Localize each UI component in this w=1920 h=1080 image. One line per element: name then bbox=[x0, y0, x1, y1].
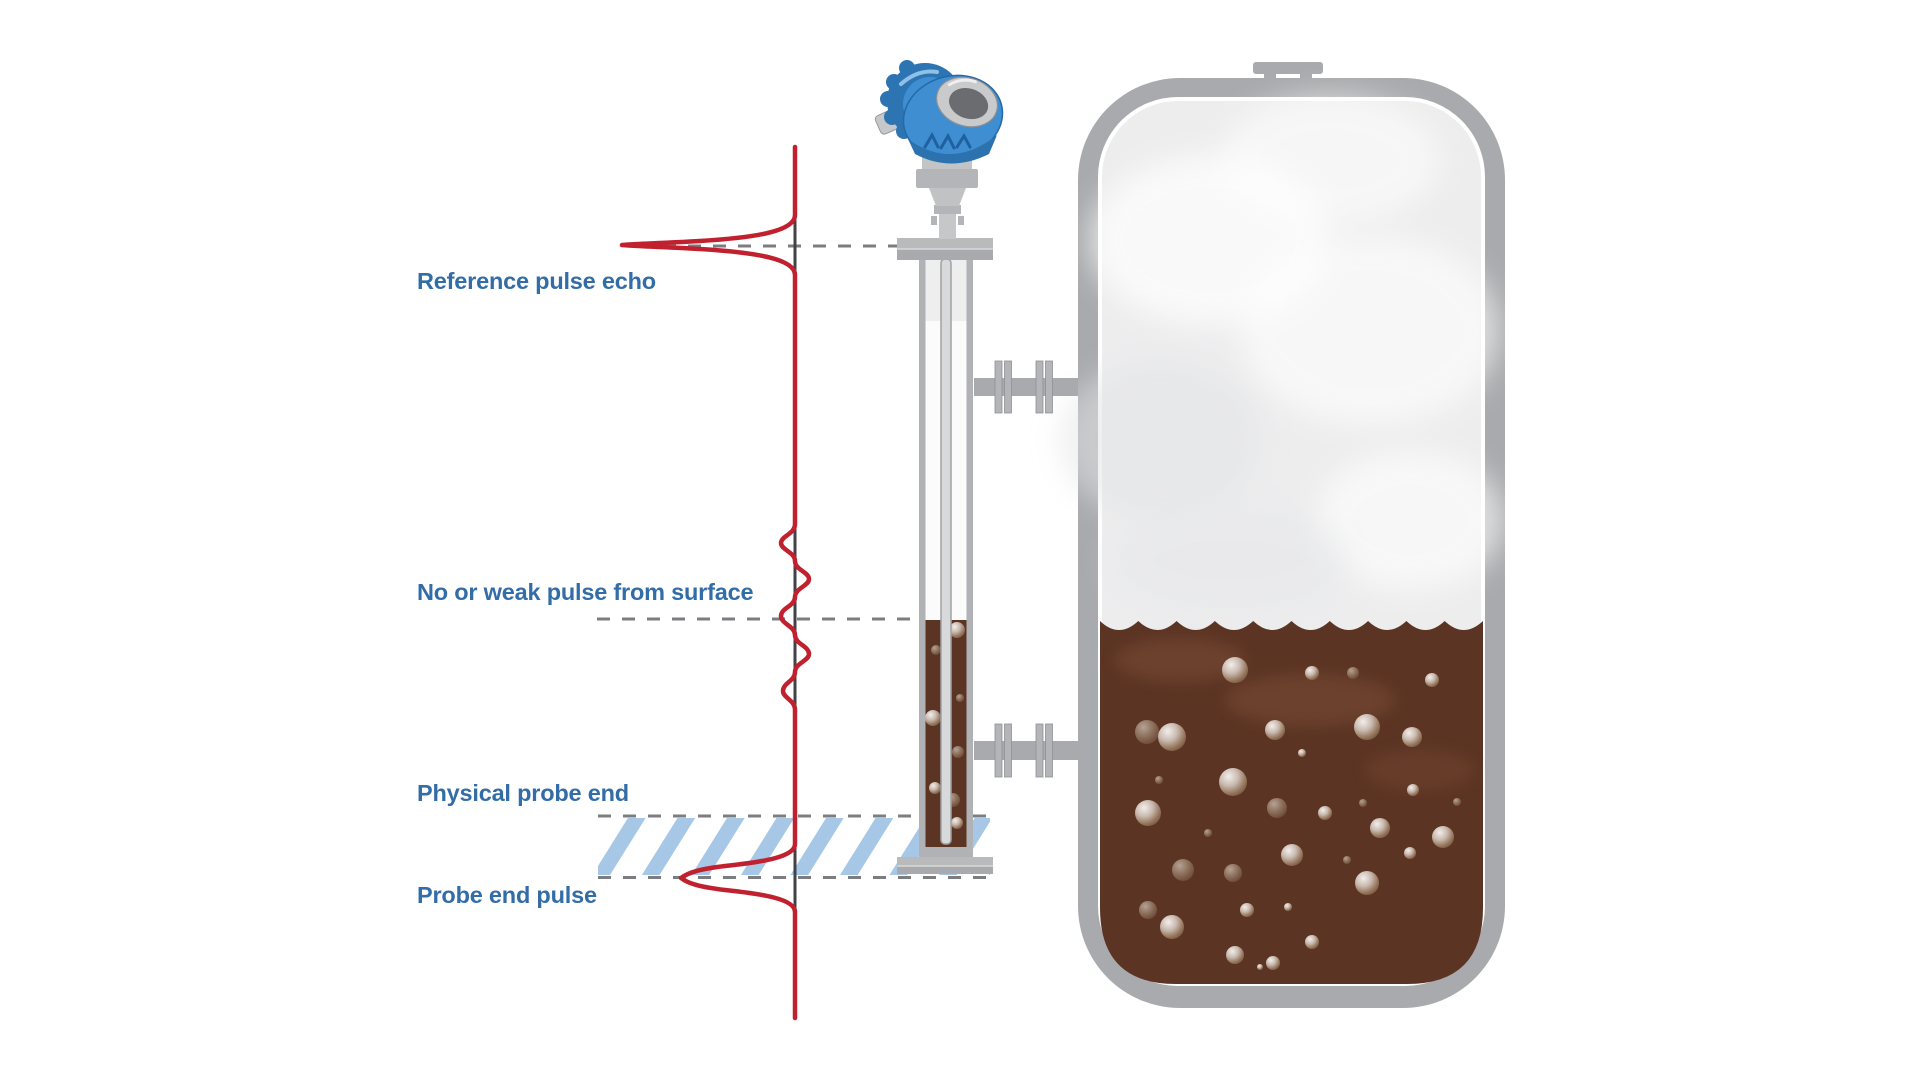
flange-plate bbox=[994, 723, 1003, 778]
transmitter-neck bbox=[916, 156, 978, 239]
display-window bbox=[935, 76, 999, 128]
head-markings bbox=[923, 131, 972, 150]
label-no-or-weak-pulse: No or weak pulse from surface bbox=[417, 579, 753, 605]
head-base-shadow bbox=[908, 135, 997, 164]
flange-plate bbox=[1004, 723, 1012, 778]
upper-process-connection bbox=[974, 360, 1078, 414]
vapor-clouds bbox=[1060, 95, 1505, 615]
flange-plate bbox=[1035, 723, 1044, 778]
bypass-chamber bbox=[897, 238, 993, 874]
flange-plate bbox=[1035, 360, 1044, 414]
tank-liquid bbox=[1100, 621, 1484, 984]
label-probe-end-pulse: Probe end pulse bbox=[417, 882, 597, 908]
label-reference-pulse-echo: Reference pulse echo bbox=[417, 268, 656, 294]
flange-plate bbox=[994, 360, 1003, 414]
chamber-bottom-cap bbox=[919, 847, 973, 857]
chamber-bubbles bbox=[925, 622, 965, 829]
label-physical-probe-end: Physical probe end bbox=[417, 780, 629, 806]
chamber-wall-left bbox=[919, 259, 926, 857]
liquid-highlights bbox=[1115, 638, 1475, 790]
flange-plate bbox=[1045, 360, 1053, 414]
probe-rod bbox=[940, 258, 952, 845]
chamber-wall-right bbox=[966, 259, 973, 857]
chamber-bottom-flange bbox=[897, 857, 993, 874]
flange-plate bbox=[1045, 723, 1053, 778]
chamber-top-flange bbox=[897, 238, 993, 260]
tank bbox=[1060, 62, 1505, 1008]
head-highlight bbox=[899, 69, 939, 86]
tank-top-nozzle bbox=[1253, 62, 1323, 74]
echo-curve bbox=[619, 144, 812, 1021]
tank-bubbles bbox=[1135, 657, 1461, 970]
transmitter bbox=[874, 60, 1004, 239]
transmitter-head bbox=[874, 60, 1004, 164]
lower-process-connection bbox=[974, 723, 1078, 778]
flange-plate bbox=[1004, 360, 1012, 414]
